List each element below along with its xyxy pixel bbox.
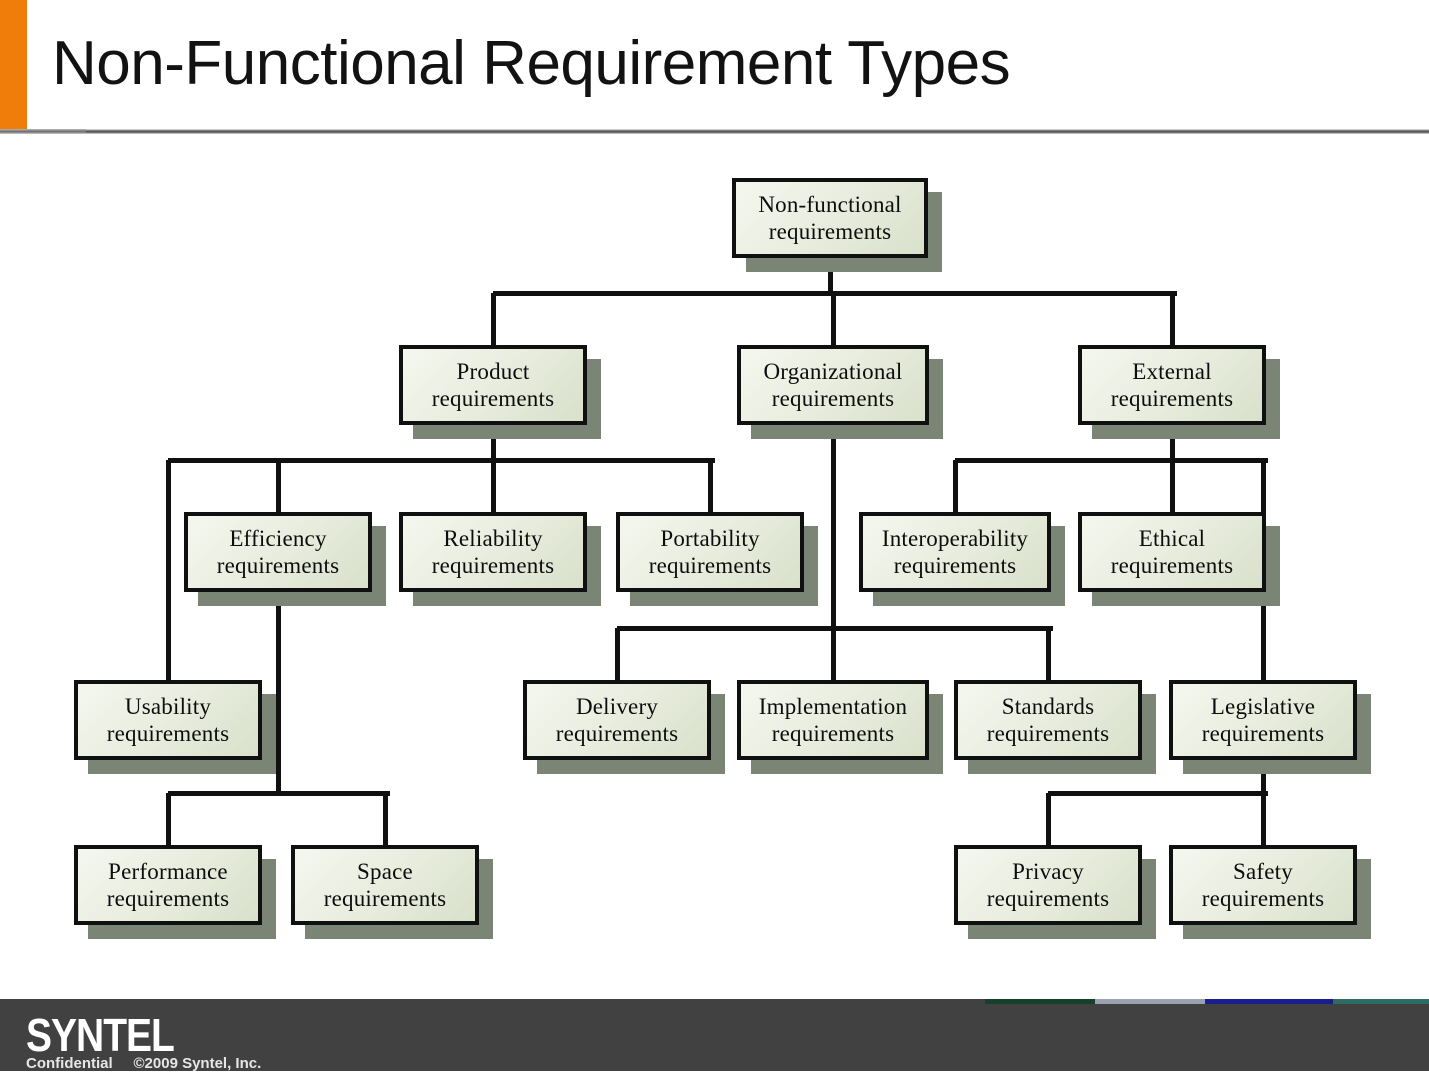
node-label-secondary: requirements bbox=[768, 219, 892, 244]
connector-vertical bbox=[830, 293, 836, 345]
syntel-logo: SYNTEL bbox=[26, 1013, 175, 1059]
header-divider-left-cap bbox=[0, 129, 86, 134]
node-label-secondary: requirements bbox=[216, 553, 340, 578]
connector-vertical bbox=[275, 592, 281, 793]
node-label-secondary: requirements bbox=[648, 553, 772, 578]
node-label-secondary: requirements bbox=[555, 721, 679, 746]
connector-vertical bbox=[614, 628, 620, 680]
connector-vertical bbox=[1045, 628, 1051, 680]
connector-vertical bbox=[490, 425, 496, 460]
connector-vertical bbox=[1169, 425, 1175, 460]
node-label-primary: Non-functional bbox=[758, 191, 902, 217]
connector-vertical bbox=[952, 460, 958, 512]
node-label-primary: Safety bbox=[1233, 858, 1293, 884]
stripe-blue bbox=[1205, 999, 1333, 1004]
node-label-primary: Product bbox=[456, 358, 530, 384]
connector-vertical bbox=[827, 258, 833, 293]
node-label-primary: Legislative bbox=[1210, 693, 1316, 719]
connector-vertical bbox=[1169, 293, 1175, 345]
orange-accent-bar bbox=[0, 0, 27, 131]
connector-vertical bbox=[490, 293, 496, 345]
connector-vertical bbox=[830, 628, 836, 680]
node-label-secondary: requirements bbox=[431, 386, 555, 411]
confidentiality-notice: Confidential ©2009 Syntel, Inc. bbox=[26, 1055, 262, 1072]
connector-vertical bbox=[382, 793, 388, 845]
slide-footer: SYNTEL Confidential ©2009 Syntel, Inc. bbox=[0, 999, 1429, 1072]
node-label-secondary: requirements bbox=[106, 721, 230, 746]
syntel-logo-text: SYNTEL bbox=[26, 1010, 175, 1062]
node-label-primary: Performance bbox=[108, 858, 228, 884]
node-label-primary: Delivery bbox=[575, 693, 659, 719]
node-label-secondary: requirements bbox=[893, 553, 1017, 578]
node-label-primary: Portability bbox=[660, 525, 760, 551]
node-label-secondary: requirements bbox=[771, 721, 895, 746]
connector-vertical bbox=[1260, 793, 1266, 845]
stripe-gray bbox=[1095, 999, 1205, 1004]
slide-header: Non-Functional Requirement Types bbox=[0, 0, 1429, 134]
node-label-secondary: requirements bbox=[986, 721, 1110, 746]
stripe-teal bbox=[1333, 999, 1429, 1004]
connector-vertical bbox=[1045, 793, 1051, 845]
connector-vertical bbox=[1169, 460, 1175, 512]
connector-vertical bbox=[165, 793, 171, 845]
connector-horizontal bbox=[955, 457, 1268, 463]
node-label-primary: Privacy bbox=[1012, 858, 1084, 884]
page-title: Non-Functional Requirement Types bbox=[52, 29, 1011, 98]
stripe-green bbox=[985, 999, 1095, 1004]
node-label-primary: Implementation bbox=[758, 693, 908, 719]
node-label-primary: External bbox=[1132, 358, 1212, 384]
connector-horizontal bbox=[168, 457, 715, 463]
node-label-secondary: requirements bbox=[1201, 886, 1325, 911]
node-label-primary: Usability bbox=[124, 693, 212, 719]
node-label-secondary: requirements bbox=[771, 386, 895, 411]
header-divider bbox=[0, 129, 1429, 134]
node-label-secondary: requirements bbox=[1201, 721, 1325, 746]
node-label-primary: Organizational bbox=[763, 358, 903, 384]
node-label-primary: Reliability bbox=[443, 525, 543, 551]
connector-vertical bbox=[830, 425, 836, 628]
node-label-secondary: requirements bbox=[431, 553, 555, 578]
node-label-primary: Standards bbox=[1001, 693, 1095, 719]
node-label-primary: Interoperability bbox=[881, 525, 1029, 551]
node-label-secondary: requirements bbox=[986, 886, 1110, 911]
node-label-secondary: requirements bbox=[106, 886, 230, 911]
node-label-primary: Ethical bbox=[1138, 525, 1206, 551]
node-label-secondary: requirements bbox=[1110, 386, 1234, 411]
connector-vertical bbox=[275, 460, 281, 512]
connector-horizontal bbox=[168, 790, 390, 796]
node-label-primary: Space bbox=[357, 858, 413, 884]
connector-vertical bbox=[1260, 760, 1266, 793]
node-label-secondary: requirements bbox=[1110, 553, 1234, 578]
connector-vertical bbox=[490, 460, 496, 512]
connector-vertical bbox=[707, 460, 713, 512]
connector-horizontal bbox=[1048, 790, 1268, 796]
connector-vertical bbox=[165, 460, 171, 680]
node-label-secondary: requirements bbox=[323, 886, 447, 911]
node-label-primary: Efficiency bbox=[229, 525, 327, 551]
